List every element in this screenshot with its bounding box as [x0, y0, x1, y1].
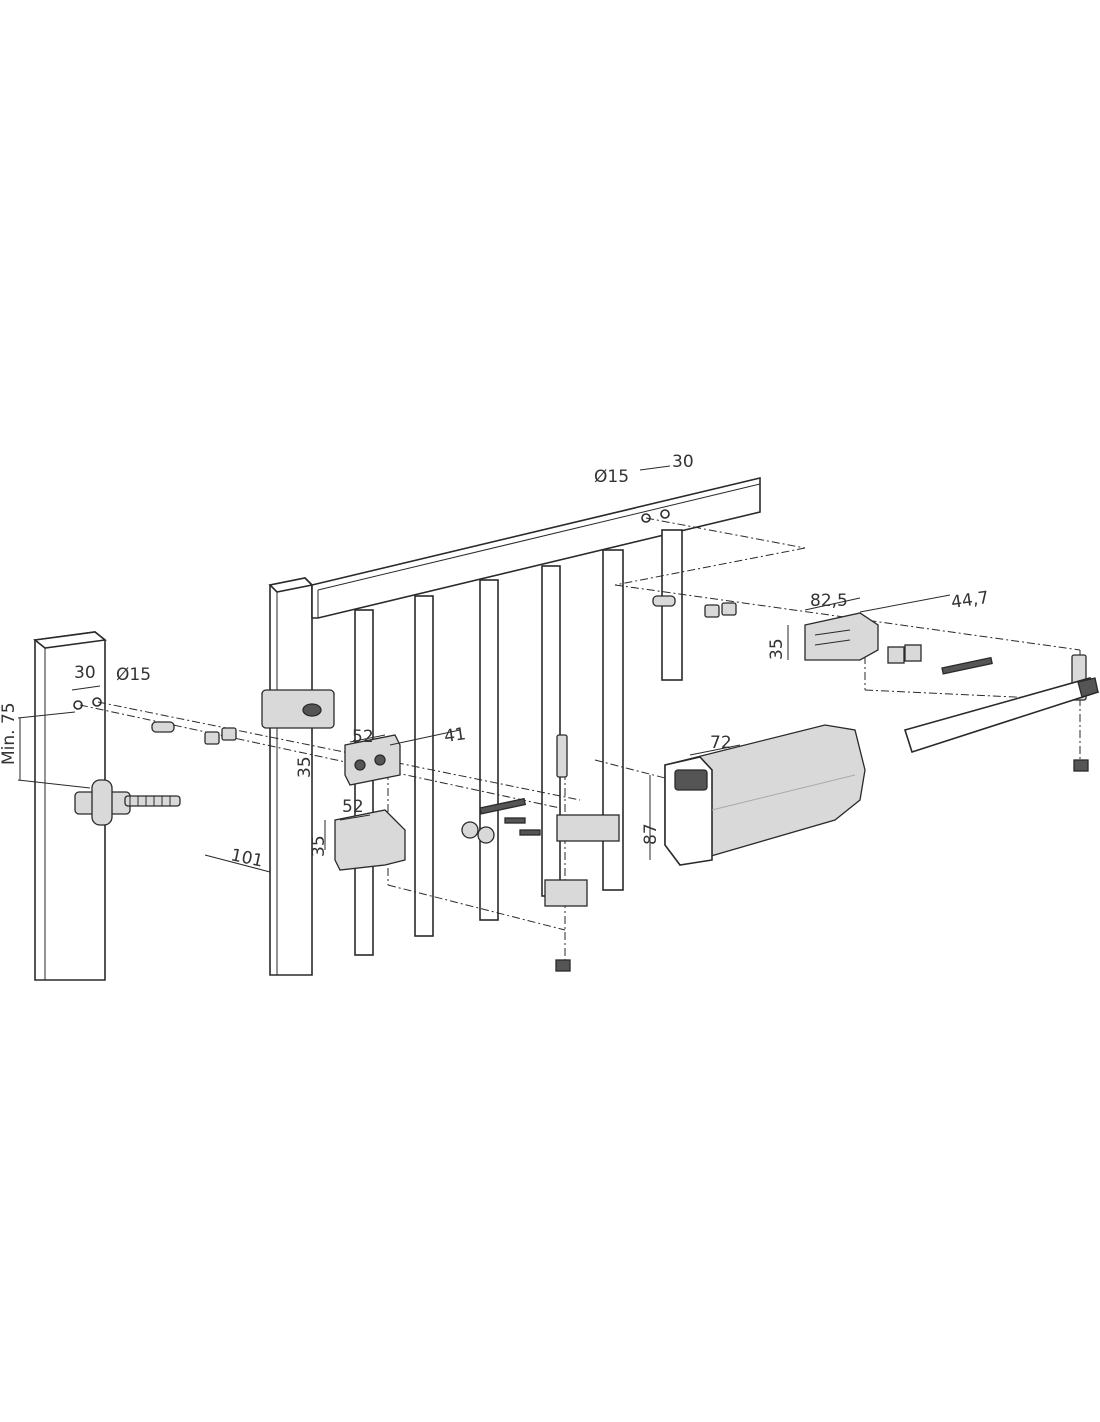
rear-bracket [804, 612, 879, 661]
rail-hole-spacing-label: 30 [672, 452, 694, 472]
fasteners [151, 595, 1089, 972]
gate-actuator [664, 677, 1100, 866]
rear-bracket-height-label: 35 [767, 638, 787, 660]
rear-bracket-width-label: 82,5 [810, 591, 848, 611]
lower-bracket-length-label: 101 [229, 845, 265, 871]
gate-top-rail [311, 476, 761, 619]
post-min-height-label: Min. 75 [0, 702, 19, 765]
motor-height-label: 87 [641, 823, 661, 845]
gate-clamp-plate [261, 689, 335, 729]
lower-bracket-width-label: 52 [342, 797, 364, 817]
dimension-lines [17, 465, 951, 873]
upper-bracket-offset-label: 41 [443, 724, 467, 747]
gate-hinge [74, 779, 181, 826]
rear-bracket-offset-label: 44,7 [950, 588, 990, 613]
post-hole-spacing-label: 30 [74, 663, 96, 683]
upper-bracket-height-label: 35 [295, 756, 315, 778]
bracket-blocks [544, 814, 620, 907]
rail-hole-diameter-label: Ø15 [594, 467, 629, 487]
post-hole-diameter-label: Ø15 [116, 665, 151, 685]
front-bracket-upper [344, 734, 401, 786]
dimension-labels: Ø15 30 82,5 44,7 35 30 Ø15 Min. 75 52 41… [0, 452, 990, 872]
front-bracket-lower [334, 809, 406, 871]
motor-width-label: 72 [710, 733, 732, 753]
upper-bracket-width-label: 52 [352, 727, 374, 747]
lower-bracket-height-label: 35 [309, 835, 329, 857]
